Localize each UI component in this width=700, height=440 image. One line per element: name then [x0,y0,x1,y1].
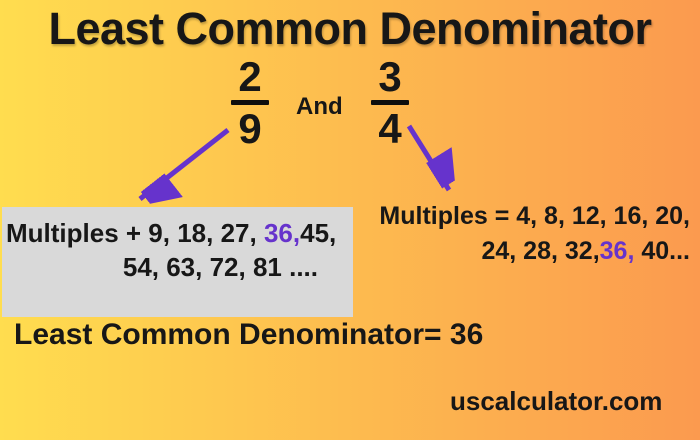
highlight-36: 36, [599,237,635,265]
denominator: 4 [378,105,402,152]
fraction-bar [231,100,269,105]
denominator: 9 [238,105,262,152]
arrow-left-icon [138,128,230,199]
lcd-result-text: Least Common Denominator= 36 [14,318,484,351]
multiples-of-4-text: Multiples = 4, 8, 12, 16, 20, 24, 28, 32… [372,199,690,269]
multiples-9-line1: Multiples + 9, 18, 27, 36,45, [2,216,353,250]
watermark-text: uscalculator.com [450,386,663,416]
multiples-4-suffix: 40... [634,237,690,265]
highlight-36: 36, [263,218,301,248]
and-connector-label: And [296,93,343,120]
fraction-two-ninths: 2 9 [227,56,273,150]
multiples-of-9-box: Multiples + 9, 18, 27, 36,45, 54, 63, 72… [2,207,353,317]
multiples-9-suffix: 45, [300,218,337,248]
numerator: 3 [378,53,402,100]
fraction-three-fourths: 3 4 [367,56,413,150]
multiples-9-prefix: Multiples + 9, 18, 27, [6,218,264,248]
arrow-right-icon [406,124,449,192]
multiples-4-line2: 24, 28, 32,36, 40... [372,234,690,269]
numerator: 2 [238,53,262,100]
multiples-4-prefix: 24, 28, 32, [481,237,600,265]
fraction-bar [371,100,409,105]
multiples-4-line1: Multiples = 4, 8, 12, 16, 20, [379,202,690,230]
page-title: Least Common Denominator [48,3,652,54]
multiples-9-line2: 54, 63, 72, 81 .... [122,252,318,282]
